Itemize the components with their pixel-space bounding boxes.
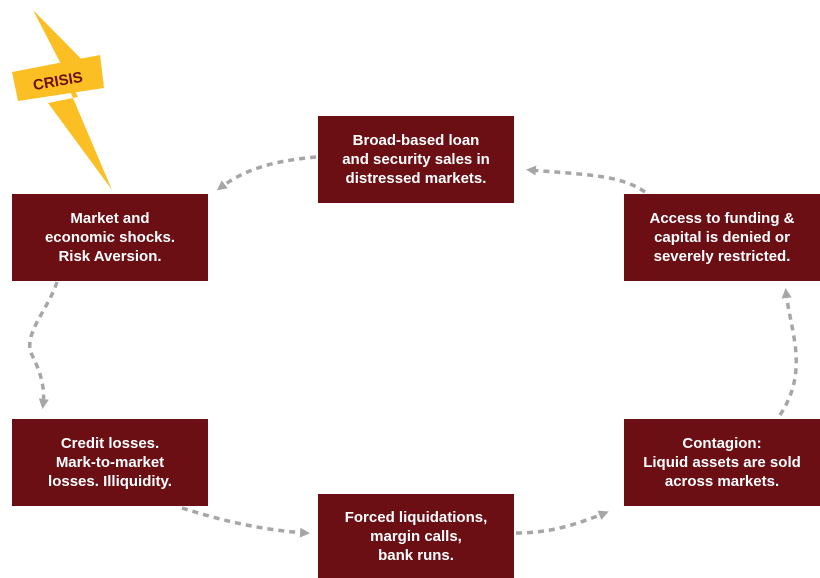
box-credit-losses: Credit losses. Mark-to-market losses. Il… [12, 419, 208, 506]
box-line: Broad-based loan [352, 132, 480, 149]
box-line: severely restricted. [653, 248, 791, 265]
arrow-sales-to-shocks [216, 155, 317, 191]
crisis-banner [12, 55, 104, 101]
arrow-forced-to-contagion [515, 510, 609, 535]
box-line: Risk Aversion. [58, 248, 162, 265]
box-line: across markets. [664, 473, 780, 490]
arrow-contagion-to-funding [778, 288, 798, 416]
box-line: Liquid assets are sold [643, 454, 801, 471]
crisis-lightning-bolt-icon: CRISIS [12, 10, 112, 190]
box-line: bank runs. [378, 546, 454, 564]
box-market-shocks: Market and economic shocks. Risk Aversio… [12, 194, 208, 281]
box-line: Access to funding & [649, 210, 795, 227]
box-line: capital is denied or [654, 229, 790, 246]
box-line: margin calls, [370, 527, 462, 545]
box-line: Mark-to-market [55, 454, 165, 471]
box-contagion: Contagion: Liquid assets are sold across… [624, 419, 820, 506]
arrow-funding-to-sales [526, 165, 646, 194]
box-line: Contagion: [682, 435, 762, 452]
box-line: Market and [70, 210, 150, 227]
box-loan-security-sales: Broad-based loan and security sales in d… [318, 116, 514, 203]
lightning-bolt-icon [33, 10, 112, 190]
box-line: distressed markets. [345, 170, 487, 187]
arrow-credit-to-forced [181, 506, 310, 538]
arrow-shocks-to-credit [28, 281, 59, 409]
box-line: economic shocks. [44, 229, 176, 246]
box-funding-denied: Access to funding & capital is denied or… [624, 194, 820, 281]
box-line: losses. Illiquidity. [48, 473, 172, 490]
box-line: and security sales in [342, 151, 490, 168]
box-line: Credit losses. [60, 435, 160, 452]
box-forced-liquidations: Forced liquidations, margin calls, bank … [318, 494, 514, 578]
box-line: Forced liquidations, [344, 508, 488, 526]
